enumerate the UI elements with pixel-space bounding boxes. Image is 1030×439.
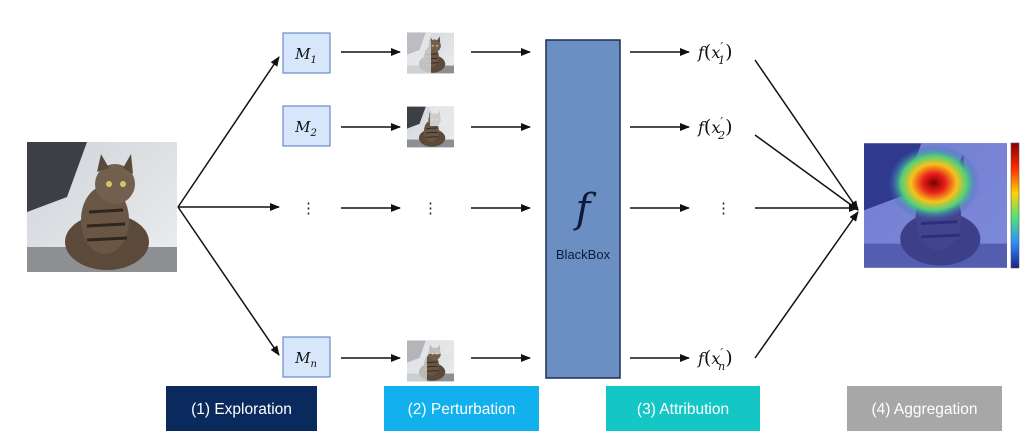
mask-n-sub: n: [310, 359, 316, 370]
stage-attribution-label: (3) Attribution: [637, 401, 729, 418]
mask-box-1: M1: [282, 32, 331, 74]
svg-text:M1: M1: [294, 45, 317, 66]
aggregation-arrows: [754, 59, 859, 359]
svg-text:f(x′1): f(x′1): [697, 40, 733, 67]
mask-1-sub: 1: [310, 55, 316, 66]
stage-aggregation-label: (4) Aggregation: [872, 401, 978, 418]
stage-perturbation-label: (2) Perturbation: [408, 401, 516, 418]
output-n: f(x′n): [697, 346, 733, 373]
saliency-heatmap-image: [864, 143, 1007, 268]
colorbar: [1010, 142, 1020, 269]
stage-aggregation-badge: (4) Aggregation: [847, 386, 1002, 431]
svg-text:f(x′n): f(x′n): [697, 346, 733, 373]
stage-exploration-badge: (1) Exploration: [166, 386, 317, 431]
svg-text:f(x′2): f(x′2): [697, 115, 733, 142]
perturbed-image-1: [407, 32, 454, 74]
mask-2-sub: 2: [309, 128, 316, 139]
perturbed-ellipsis: ⋮: [423, 199, 438, 217]
stage-exploration-label: (1) Exploration: [191, 401, 292, 418]
blackbox-model: f BlackBox: [545, 39, 621, 379]
perturbation-arrows: [341, 48, 401, 362]
perturbed-image-2: [407, 106, 454, 148]
mask-ellipsis: ⋮: [301, 199, 316, 217]
svg-text:M2: M2: [294, 118, 317, 139]
svg-text:Mn: Mn: [294, 349, 317, 370]
mask-box-n: Mn: [282, 336, 331, 378]
perturbed-image-n: [407, 340, 454, 382]
blackbox-label: BlackBox: [556, 247, 611, 262]
to-blackbox-arrows: [471, 48, 531, 362]
mask-1-base: M: [294, 45, 311, 63]
mask-n-base: M: [294, 349, 311, 367]
output-2: f(x′2): [697, 115, 733, 142]
input-cat-image: [27, 142, 177, 272]
stage-attribution-badge: (3) Attribution: [606, 386, 760, 431]
from-blackbox-arrows: [630, 48, 690, 362]
mask-box-2: M2: [282, 105, 331, 147]
exploration-arrows: [177, 56, 280, 356]
stage-perturbation-badge: (2) Perturbation: [384, 386, 539, 431]
mask-2-base: M: [294, 118, 311, 136]
output-1: f(x′1): [697, 40, 733, 67]
output-ellipsis: ⋮: [716, 199, 731, 217]
